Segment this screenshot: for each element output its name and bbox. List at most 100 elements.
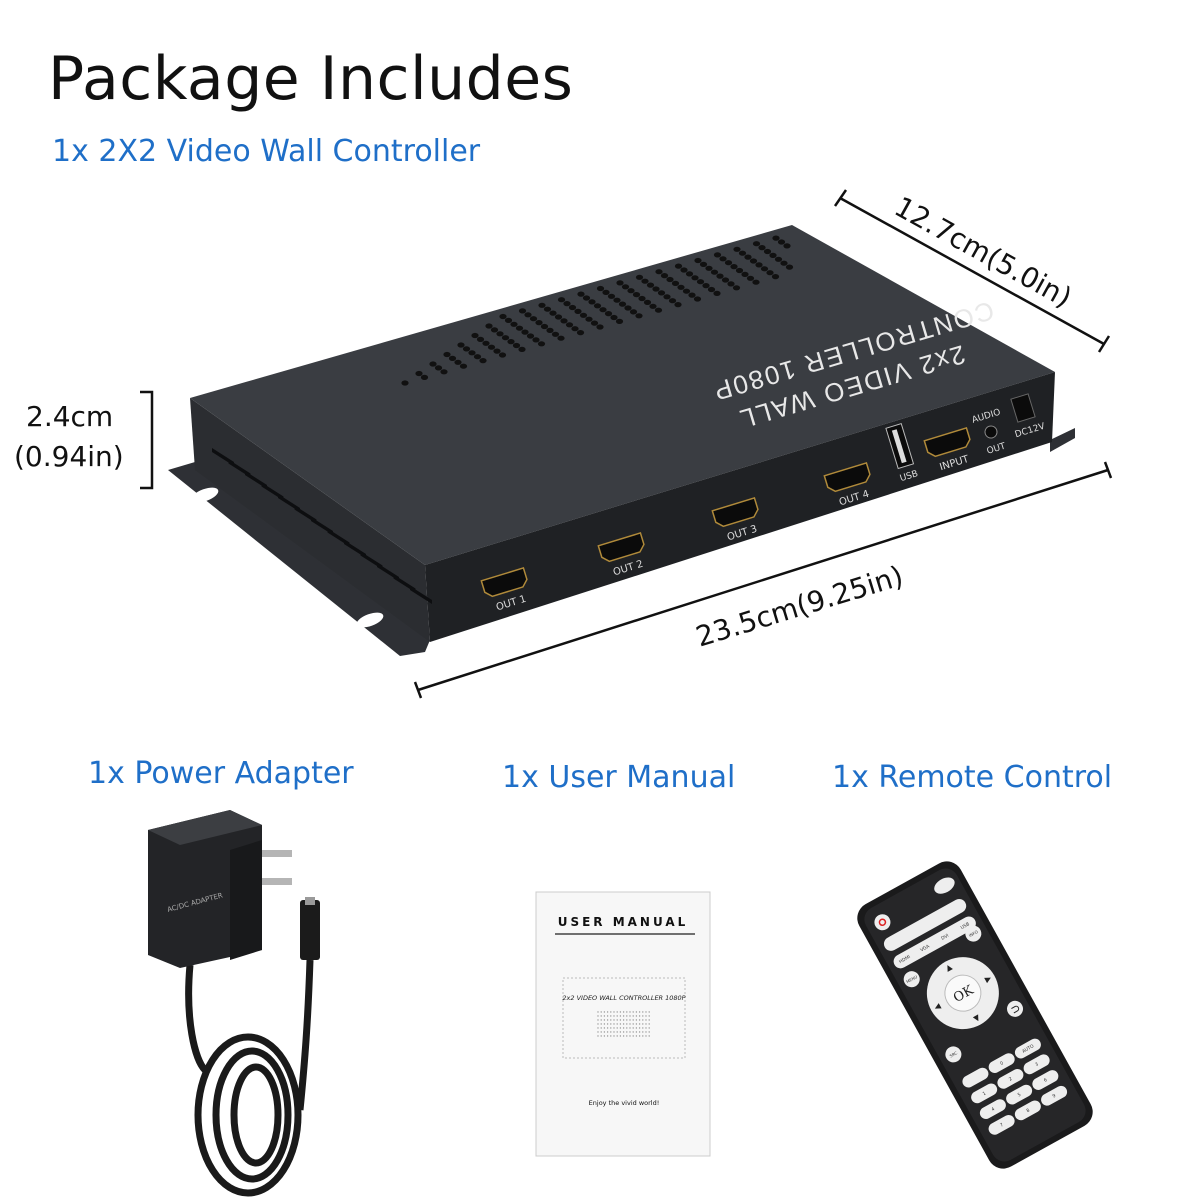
remote-key: [988, 1053, 1015, 1073]
manual-dot: [632, 1023, 634, 1025]
manual-dot: [616, 1019, 618, 1021]
manual-dot: [597, 1023, 599, 1025]
manual-dot: [603, 1011, 606, 1013]
manual-dot: [597, 1027, 599, 1029]
vent-hole: [716, 273, 724, 279]
vent-hole: [571, 326, 579, 332]
remote-key: [914, 939, 936, 957]
manual-dot: [626, 1023, 628, 1025]
manual-dot: [622, 1027, 625, 1029]
manual-dot: [606, 1011, 609, 1013]
vent-hole: [599, 307, 607, 313]
manual-dot: [616, 1011, 618, 1013]
manual-dot: [610, 1019, 612, 1021]
vent-hole: [554, 314, 563, 320]
vent-hole: [691, 275, 699, 281]
manual-dot: [606, 1019, 609, 1021]
vent-hole: [674, 302, 682, 308]
manual-dot: [632, 1035, 634, 1037]
manual-dot: [622, 1011, 625, 1013]
vent-hole: [507, 339, 515, 345]
vent-hole: [420, 374, 429, 380]
vent-hole: [540, 323, 549, 330]
vent-hole: [585, 316, 593, 322]
vent-hole: [574, 308, 582, 314]
vent-hole: [457, 342, 465, 348]
power-adapter: AC/DC ADAPTER: [148, 810, 320, 1197]
manual-dot: [619, 1027, 622, 1029]
vent-hole: [482, 340, 490, 346]
vent-hole: [677, 284, 685, 290]
remote-key-label: 8: [1025, 1107, 1031, 1114]
manual-dot: [613, 1019, 615, 1021]
vent-hole: [490, 327, 499, 333]
remote-return-button: [1007, 1000, 1024, 1017]
manual-dot: [622, 1031, 625, 1033]
vent-hole: [635, 313, 643, 319]
remote-key: [934, 928, 956, 946]
manual-dot: [610, 1027, 612, 1029]
manual-dot: [616, 1031, 618, 1033]
remote-key: [1023, 1054, 1050, 1075]
remote-key-label: 3: [1034, 1061, 1040, 1068]
remote-key-label: USB: [960, 921, 971, 931]
vent-hole: [638, 295, 646, 302]
vent-hole: [577, 291, 585, 297]
manual-dot: [629, 1011, 631, 1013]
remote-key: [954, 917, 976, 935]
manual-dot: [622, 1035, 625, 1037]
vent-hole: [733, 246, 741, 252]
vent-hole: [613, 297, 621, 303]
manual-dot: [648, 1015, 650, 1017]
manual-dot: [642, 1035, 644, 1037]
manual-dot: [610, 1031, 612, 1033]
vent-hole: [518, 346, 526, 352]
vent-hole: [415, 370, 423, 377]
manual-dot: [600, 1023, 602, 1025]
manual-dot: [619, 1023, 622, 1025]
manual-dot: [606, 1027, 609, 1029]
vent-hole: [560, 318, 568, 324]
manual-dot: [645, 1035, 647, 1037]
vent-hole: [629, 309, 638, 315]
manual-dot: [626, 1015, 628, 1017]
vent-hole: [471, 332, 479, 339]
vent-hole: [680, 267, 688, 273]
manual-dot: [626, 1035, 628, 1037]
manual-dot: [616, 1023, 618, 1025]
vent-hole: [543, 306, 552, 312]
main-item-label: 1x 2X2 Video Wall Controller: [52, 134, 481, 169]
vent-hole: [663, 294, 671, 300]
vent-hole: [713, 290, 721, 296]
manual-dot: [597, 1015, 599, 1017]
manual-dot: [635, 1015, 638, 1017]
manual-dot: [629, 1027, 631, 1029]
manual-dot: [629, 1031, 631, 1033]
vent-hole: [493, 348, 501, 354]
vent-hole: [685, 271, 694, 277]
manual-dot: [613, 1031, 615, 1033]
manual-dot: [638, 1027, 641, 1029]
vent-hole: [615, 318, 624, 324]
video-wall-controller: 2x2 VIDEO WALL CONTROLLER 1080P OUT 1OUT…: [190, 225, 1055, 642]
manual-dot: [648, 1019, 650, 1021]
manual-dot: [626, 1027, 628, 1029]
vent-hole: [537, 341, 546, 347]
vent-hole: [498, 352, 507, 358]
vent-hole: [468, 350, 476, 356]
vent-hole: [627, 288, 635, 294]
manual-dot: [603, 1035, 606, 1037]
vent-hole: [744, 254, 752, 260]
vent-hole: [724, 260, 733, 266]
vent-hole: [682, 288, 691, 294]
manual-dot: [645, 1031, 647, 1033]
manual-dot: [613, 1015, 615, 1017]
manual-dot: [597, 1031, 599, 1033]
manual-dot: [619, 1035, 622, 1037]
vent-hole: [521, 329, 529, 335]
manual-dot: [603, 1019, 606, 1021]
height-dimension-in: (0.94in): [14, 440, 124, 473]
vent-hole: [590, 320, 599, 326]
manual-dot: [606, 1015, 609, 1017]
vent-hole: [660, 273, 669, 279]
